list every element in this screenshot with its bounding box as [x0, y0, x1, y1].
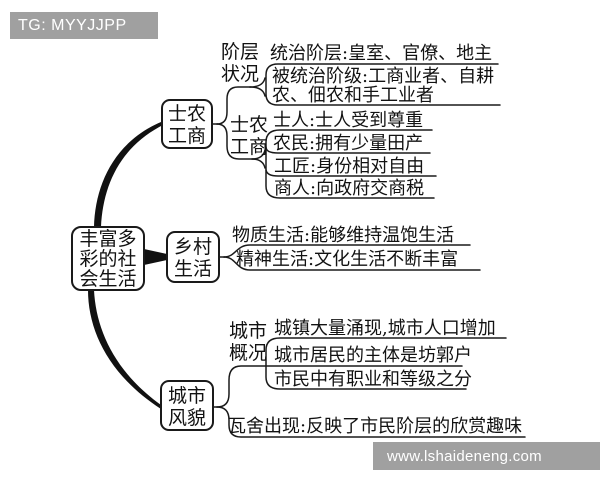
branchA-node-line1: 士农: [168, 103, 206, 125]
leaf-ruling-class: 统治阶层:皇室、官僚、地主: [270, 43, 492, 64]
root-branch-curve-top: [94, 122, 161, 227]
leaf-scholars: 士人:士人受到尊重: [273, 110, 423, 131]
branchB-node-box: [166, 231, 220, 283]
leaf-city-growth: 城镇大量涌现,城市人口增加: [274, 318, 496, 339]
leaf-farmers: 农民:拥有少量田产: [273, 133, 423, 154]
leaf-spiritual-life: 精神生活:文化生活不断丰富: [236, 249, 458, 270]
branchB-node-line1: 乡村: [174, 236, 212, 258]
leaf-city-residents: 城市居民的主体是坊郭户: [274, 345, 472, 366]
branchA-fork-down: [216, 123, 253, 160]
root-node-line2: 彩的社: [79, 248, 136, 270]
branchB-fork-up: [223, 244, 471, 258]
groupA1-bracket: [265, 63, 501, 106]
watermark-top-banner: TG: MYYJJPP: [10, 12, 158, 39]
groupA2-bracket: [265, 129, 435, 199]
root-node-line1: 丰富多: [79, 228, 136, 250]
groupA2-label-line1: 士农: [230, 114, 268, 136]
groupC1-label-line2: 概况: [229, 342, 267, 364]
groupA1-label-line2: 状况: [221, 63, 259, 85]
leaf-merchants: 商人:向政府交商税: [274, 178, 424, 199]
branchA-node-box: [161, 99, 213, 149]
branchC-fork-up: [216, 365, 463, 408]
root-node-line3: 会生活: [79, 268, 136, 290]
leaf-ruled-class-line1: 被统治阶级:工商业者、自耕: [272, 66, 494, 87]
branchC-node-box: [160, 380, 214, 431]
branchC-fork-down: [216, 406, 526, 438]
branchA-fork-up-merge-b: [249, 86, 266, 97]
branchA-node-line2: 工商: [168, 125, 206, 147]
leaf-ruled-class-line2: 农、佃农和手工业者: [272, 85, 434, 106]
leaf-craftsmen: 工匠:身份相对自由: [274, 156, 424, 177]
root-branch-curve-bottom: [88, 290, 161, 409]
groupA2-underline-mid2: [265, 169, 437, 177]
groupC1-bracket: [265, 337, 507, 390]
root-branch-curve-middle: [144, 249, 167, 265]
watermark-top-text: TG: MYYJJPP: [18, 16, 127, 34]
leaf-citizen-ranks: 市民中有职业和等级之分: [274, 369, 472, 390]
leaf-material-life: 物质生活:能够维持温饱生活: [232, 225, 454, 246]
branchB-node-line2: 生活: [174, 258, 212, 280]
branchA-fork-up: [216, 86, 251, 125]
watermark-bottom-banner: www.lshaideneng.com: [373, 442, 600, 470]
root-node-box: [71, 226, 145, 291]
branchA-fork-down-merge-b: [251, 158, 266, 169]
groupA2-label-line2: 工商: [230, 136, 268, 158]
watermark-bottom-text: www.lshaideneng.com: [387, 447, 542, 465]
branchB-fork-down: [223, 256, 481, 271]
branchC-node-line1: 城市: [168, 385, 206, 407]
groupC1-label-line1: 城市: [229, 320, 267, 342]
leaf-washe: 瓦舍出现:反映了市民阶层的欣赏趣味: [228, 416, 522, 437]
groupA1-label-line1: 阶层: [221, 41, 259, 63]
branchC-node-line2: 风貌: [168, 407, 206, 429]
groupA2-underline-mid1: [265, 146, 431, 154]
